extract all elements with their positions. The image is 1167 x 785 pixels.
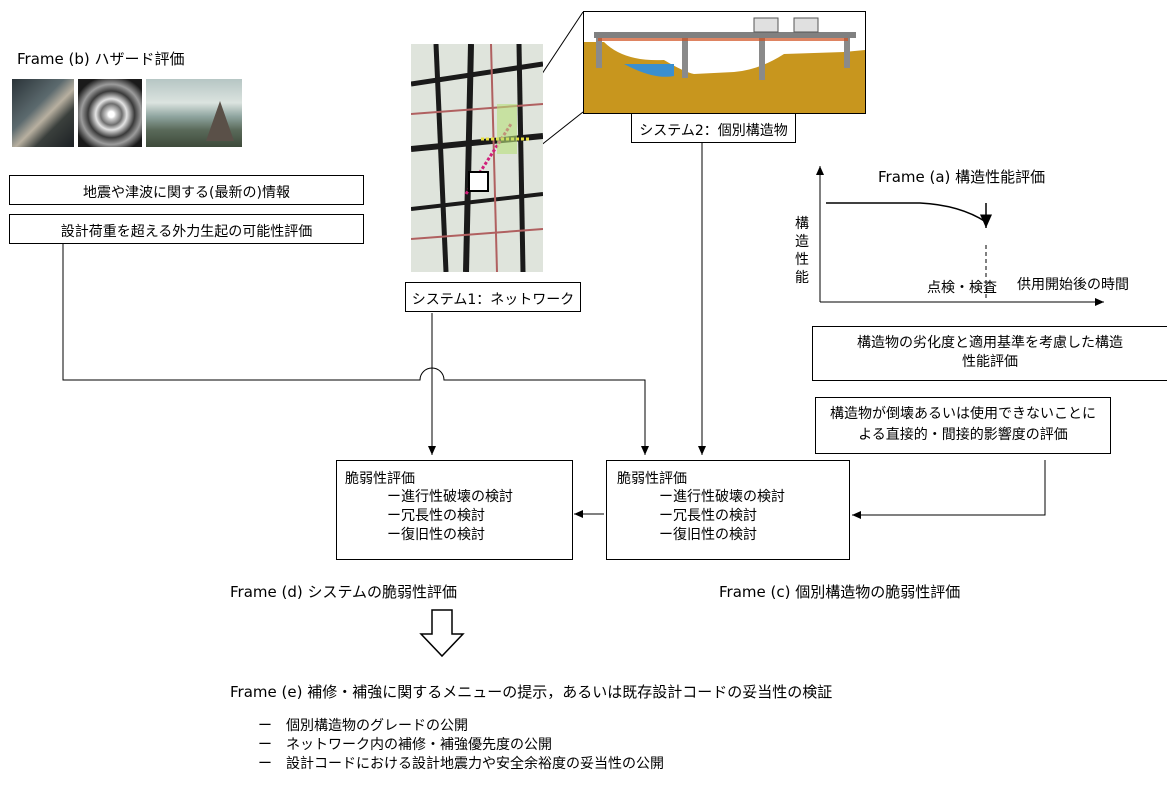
hazard-path-line — [62, 240, 649, 455]
hazard-photo-tsunami — [12, 79, 74, 147]
frame-c-title: Frame (c) 個別構造物の脆弱性評価 — [719, 583, 961, 601]
impact-text: 構造物が倒壊あるいは使用できないことによる直接的・間接的影響度の評価 — [830, 406, 1096, 443]
frame-d-item: ー冗長性の検討 — [387, 508, 485, 524]
frame-b-title: Frame (b) ハザード評価 — [17, 50, 185, 68]
bridge-figure — [583, 11, 866, 114]
frame-c-item: ー復旧性の検討 — [659, 527, 757, 543]
possibility-box: 設計荷重を超える外力生起の可能性評価 — [9, 214, 364, 244]
performance-curve — [826, 202, 987, 223]
frame-d-item: ー進行性破壊の検討 — [387, 489, 513, 505]
frame-a-title: Frame (a) 構造性能評価 — [878, 168, 1046, 186]
hazard-photos — [12, 79, 242, 148]
system1-label: システム1：ネットワーク — [411, 292, 575, 308]
system2-box: システム2：個別構造物 — [631, 113, 796, 143]
frame-e-item: ー ネットワーク内の補修・補強優先度の公開 — [258, 737, 552, 753]
frame-e-item: ー 設計コードにおける設計地震力や安全余裕度の妥当性の公開 — [258, 756, 664, 772]
frame-e-item: ー 個別構造物のグレードの公開 — [258, 718, 468, 734]
big-down-arrow — [419, 609, 465, 658]
hazard-photo-waves — [146, 79, 242, 147]
frame-c-item: ー進行性破壊の検討 — [659, 489, 785, 505]
frame-e-list: ー 個別構造物のグレードの公開 ー ネットワーク内の補修・補強優先度の公開 ー … — [258, 717, 664, 774]
assessment-box: 構造物の劣化度と適用基準を考慮した構造性能評価 — [812, 326, 1167, 381]
selected-structure-marker — [468, 171, 489, 192]
network-map — [411, 44, 543, 272]
frame-d-box: 脆弱性評価 ー進行性破壊の検討 ー冗長性の検討 ー復旧性の検討 — [336, 460, 573, 560]
hazard-info-box: 地震や津波に関する(最新の)情報 — [9, 175, 364, 205]
frame-d-box-title: 脆弱性評価 — [345, 471, 415, 487]
impact-box: 構造物が倒壊あるいは使用できないことによる直接的・間接的影響度の評価 — [815, 397, 1111, 454]
hazard-info-text: 地震や津波に関する(最新の)情報 — [83, 185, 290, 201]
frame-e-title: Frame (e) 補修・補強に関するメニューの提示，あるいは既存設計コードの妥… — [230, 683, 833, 701]
frame-c-item: ー冗長性の検討 — [659, 508, 757, 524]
inspection-label: 点検・検査 — [927, 280, 997, 296]
impact-to-c-line — [852, 460, 1046, 519]
frame-d-items: ー進行性破壊の検討 ー冗長性の検討 ー復旧性の検討 — [387, 488, 513, 545]
frame-d-title: Frame (d) システムの脆弱性評価 — [230, 583, 458, 601]
assessment-text: 構造物の劣化度と適用基準を考慮した構造性能評価 — [857, 335, 1123, 370]
possibility-text: 設計荷重を超える外力生起の可能性評価 — [60, 224, 313, 240]
chart-x-axis-label: 供用開始後の時間 — [1017, 277, 1129, 293]
hazard-photo-typhoon — [78, 79, 142, 147]
frame-d-item: ー復旧性の検討 — [387, 527, 485, 543]
frame-c-box: 脆弱性評価 ー進行性破壊の検討 ー冗長性の検討 ー復旧性の検討 — [606, 460, 850, 560]
chart-y-axis-label: 構造性能 — [795, 216, 809, 286]
frame-c-box-title: 脆弱性評価 — [617, 471, 687, 487]
system1-box: システム1：ネットワーク — [405, 282, 581, 312]
system2-label: システム2：個別構造物 — [639, 123, 788, 139]
frame-c-items: ー進行性破壊の検討 ー冗長性の検討 ー復旧性の検討 — [659, 488, 785, 545]
